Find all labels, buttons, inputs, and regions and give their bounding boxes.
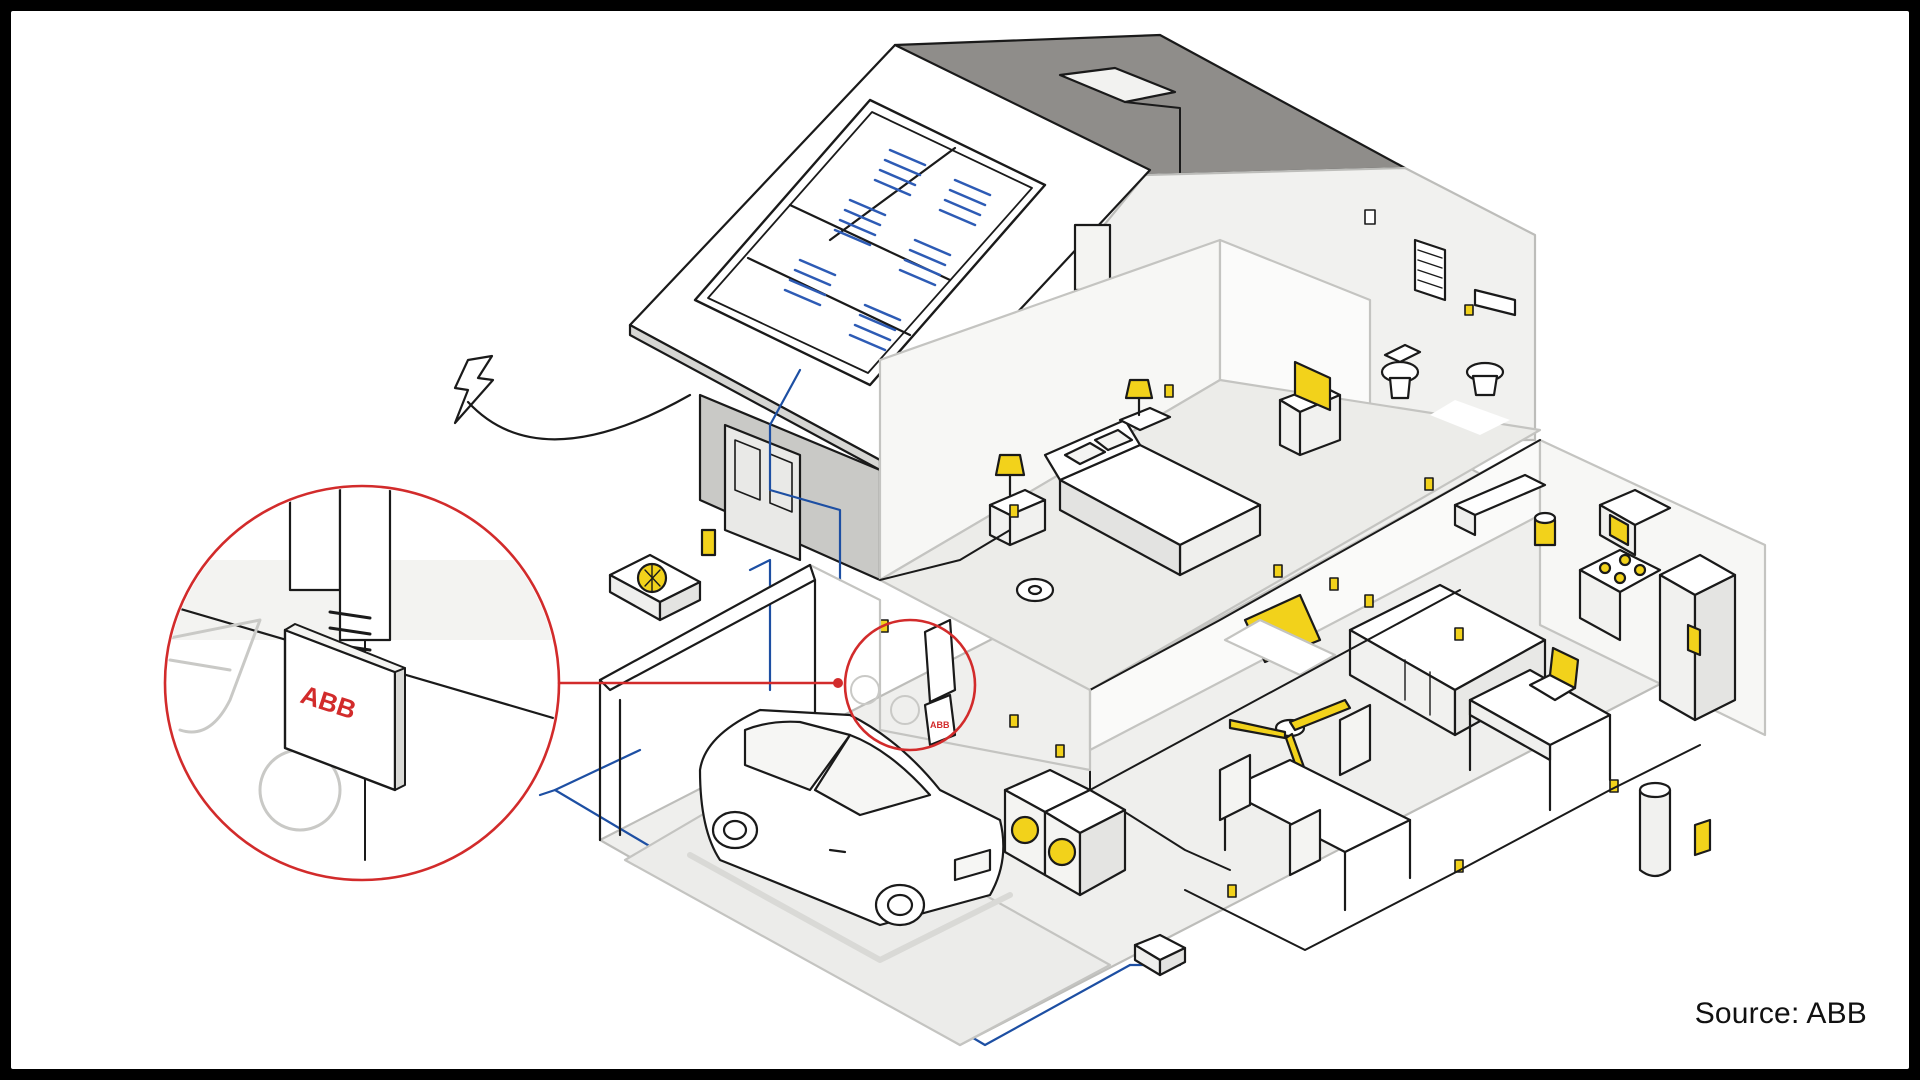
sink-icon: [1465, 361, 1505, 397]
callout-connector: [163, 484, 977, 882]
lightning-icon: [453, 354, 495, 425]
house-diagram: ABB: [163, 33, 1767, 1047]
water-heater-icon: [1638, 781, 1712, 878]
meter-icon: [700, 528, 717, 557]
lamp-icon: [1118, 378, 1172, 432]
bed: [1043, 418, 1262, 577]
car-icon: [698, 708, 1005, 927]
wall-panel-icon: [1413, 238, 1517, 317]
ceiling-fan-icon: [1228, 698, 1352, 774]
diagram-canvas: ABB: [11, 11, 1909, 1069]
ac-unit-icon: [608, 553, 702, 622]
wiring-lines: [879, 439, 1701, 951]
living-tv-icon: [1223, 593, 1337, 677]
tv-icon: [1278, 360, 1342, 457]
dryer-icon: [1043, 788, 1127, 897]
outlet-icons: [879, 209, 1619, 898]
fridge-icon: [1658, 553, 1737, 722]
skylight-icon: [1058, 66, 1177, 104]
cabinet-top: [1453, 473, 1547, 537]
front-door: [723, 423, 802, 562]
garage-inverter-icon: ABB: [923, 618, 957, 747]
car-shadow: [687, 852, 1013, 963]
desk: [1468, 668, 1612, 812]
grid-cable: [466, 393, 692, 441]
mixer-icon: [1533, 511, 1557, 547]
laptop-icon: [1528, 646, 1580, 702]
washer-icon: [1003, 768, 1092, 877]
abb-inverter-icon: ABB: [283, 623, 406, 792]
toilet-icon: [1380, 343, 1422, 400]
floor-shadow-rug: [1380, 865, 1600, 985]
battery-box-icon: [1133, 933, 1187, 977]
solar-cells: [783, 148, 992, 352]
abb-logo-small: ABB: [930, 720, 950, 730]
microwave-icon: [1598, 488, 1672, 557]
stove-icon: [1578, 548, 1662, 642]
bike-icon: [850, 675, 920, 725]
source-caption: Source: ABB: [1694, 997, 1867, 1030]
dining-set: [1218, 703, 1412, 912]
